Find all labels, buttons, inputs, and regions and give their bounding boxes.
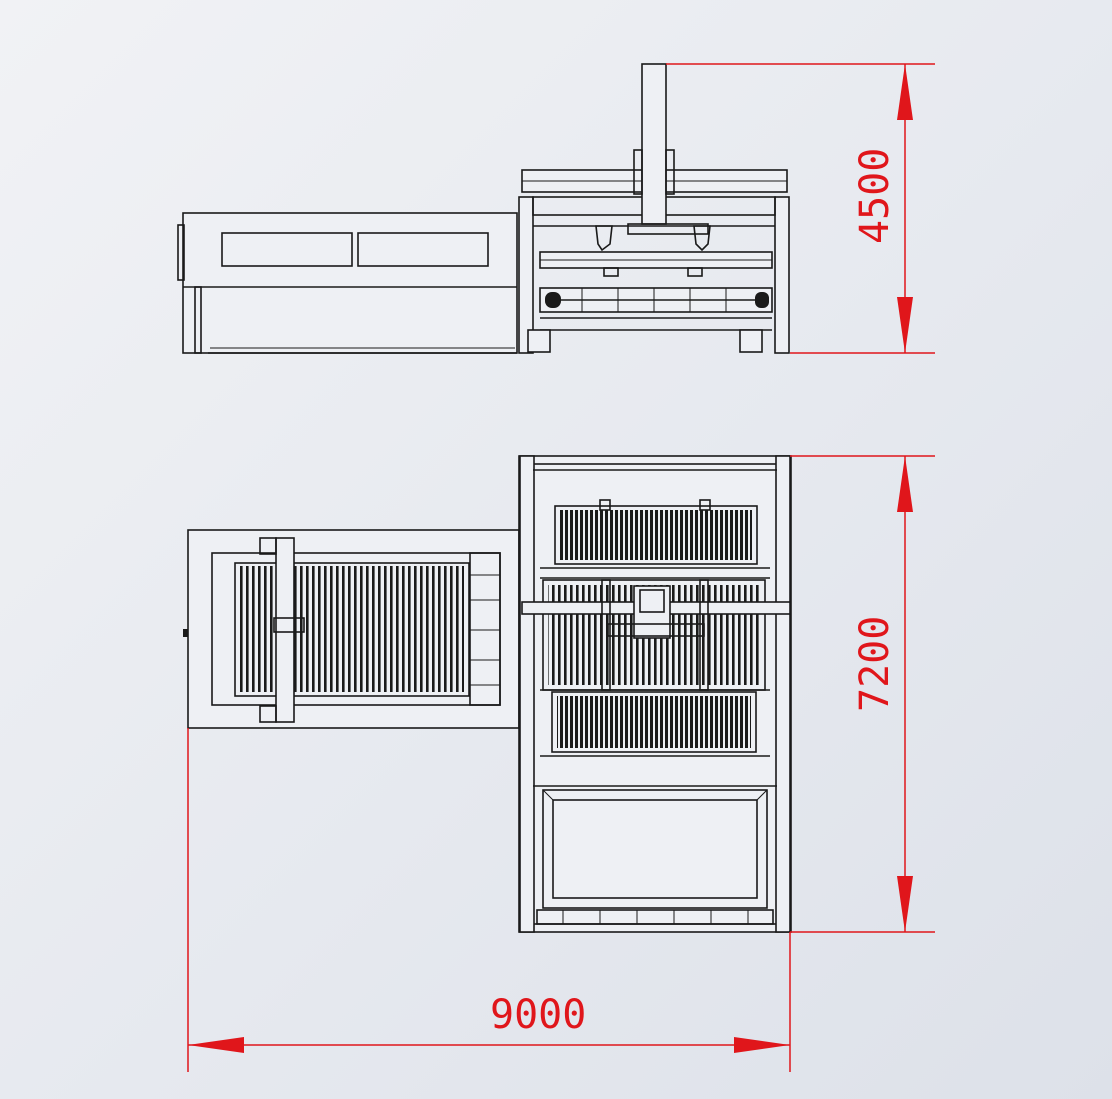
side-window-right — [357, 232, 489, 267]
plan-view — [183, 455, 792, 933]
exchange-gantry — [275, 537, 295, 723]
foot-left — [527, 329, 551, 353]
foot-right — [739, 329, 763, 353]
exchange-table-body — [182, 212, 518, 354]
dimension-width: 9000 — [187, 728, 791, 1072]
dimension-depth: 7200 — [790, 455, 935, 933]
frame-leg-right — [774, 196, 790, 354]
depth-dimension-label: 7200 — [852, 616, 898, 712]
side-window-left — [221, 232, 353, 267]
frame-leg-left — [518, 196, 534, 354]
rear-panel — [552, 799, 758, 899]
front-elevation-view — [177, 63, 790, 354]
height-dimension-label: 4500 — [852, 148, 898, 244]
width-dimension-label: 9000 — [490, 992, 586, 1038]
laser-head-left — [595, 225, 613, 252]
exchange-slat-bed — [234, 562, 470, 697]
laser-head-right — [693, 225, 711, 252]
z-axis-column — [641, 63, 667, 225]
dimension-height: 4500 — [666, 63, 935, 354]
